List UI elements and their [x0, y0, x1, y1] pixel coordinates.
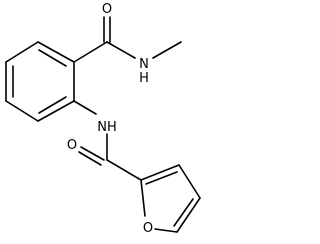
oxygen-label-top: O [102, 2, 112, 17]
bond-carbonyl-to-n-top [106, 41, 136, 59]
nh-label-middle: NH [97, 120, 117, 135]
oxygen-label-bottom: O [67, 138, 77, 153]
bond-ring-c5-c6 [37, 100, 75, 122]
bond-carbonyl-bottom-double-a [80, 146, 105, 161]
bond-furan-c4-c5-inner [173, 198, 194, 227]
bond-n-to-methyl [152, 41, 182, 59]
bond-ring-to-nh [73, 100, 97, 115]
bond-ring-c2-c3 [5, 41, 39, 63]
nitrogen-label-top: N [139, 57, 149, 72]
molecule-diagram: O N H NH O O [5, 2, 201, 236]
upper-amide [73, 16, 182, 63]
bond-ring-to-carbonyl-top [73, 41, 108, 63]
oxygen-label-furan: O [143, 221, 153, 236]
bond-ring-inner-1 [38, 49, 67, 67]
furan-ring [140, 164, 201, 233]
bond-carbonyl-to-furan [106, 159, 142, 181]
bond-ring-c1-c2 [37, 41, 75, 63]
bond-furan-c5-o [154, 228, 178, 233]
bond-ring-inner-3 [38, 96, 67, 114]
benzene-ring [5, 41, 75, 122]
bond-furan-c2-c3-inner [145, 171, 178, 185]
hydrogen-label-top: H [139, 71, 149, 86]
bond-carbonyl-bottom-double-b [78, 151, 102, 166]
lower-amide [73, 100, 142, 181]
bond-furan-c3-c4 [178, 164, 201, 199]
bond-furan-c2-c3 [140, 164, 180, 181]
bond-ring-c4-c5 [5, 100, 39, 122]
bond-furan-o-c2 [140, 179, 146, 217]
bond-furan-c4-c5 [176, 197, 201, 233]
